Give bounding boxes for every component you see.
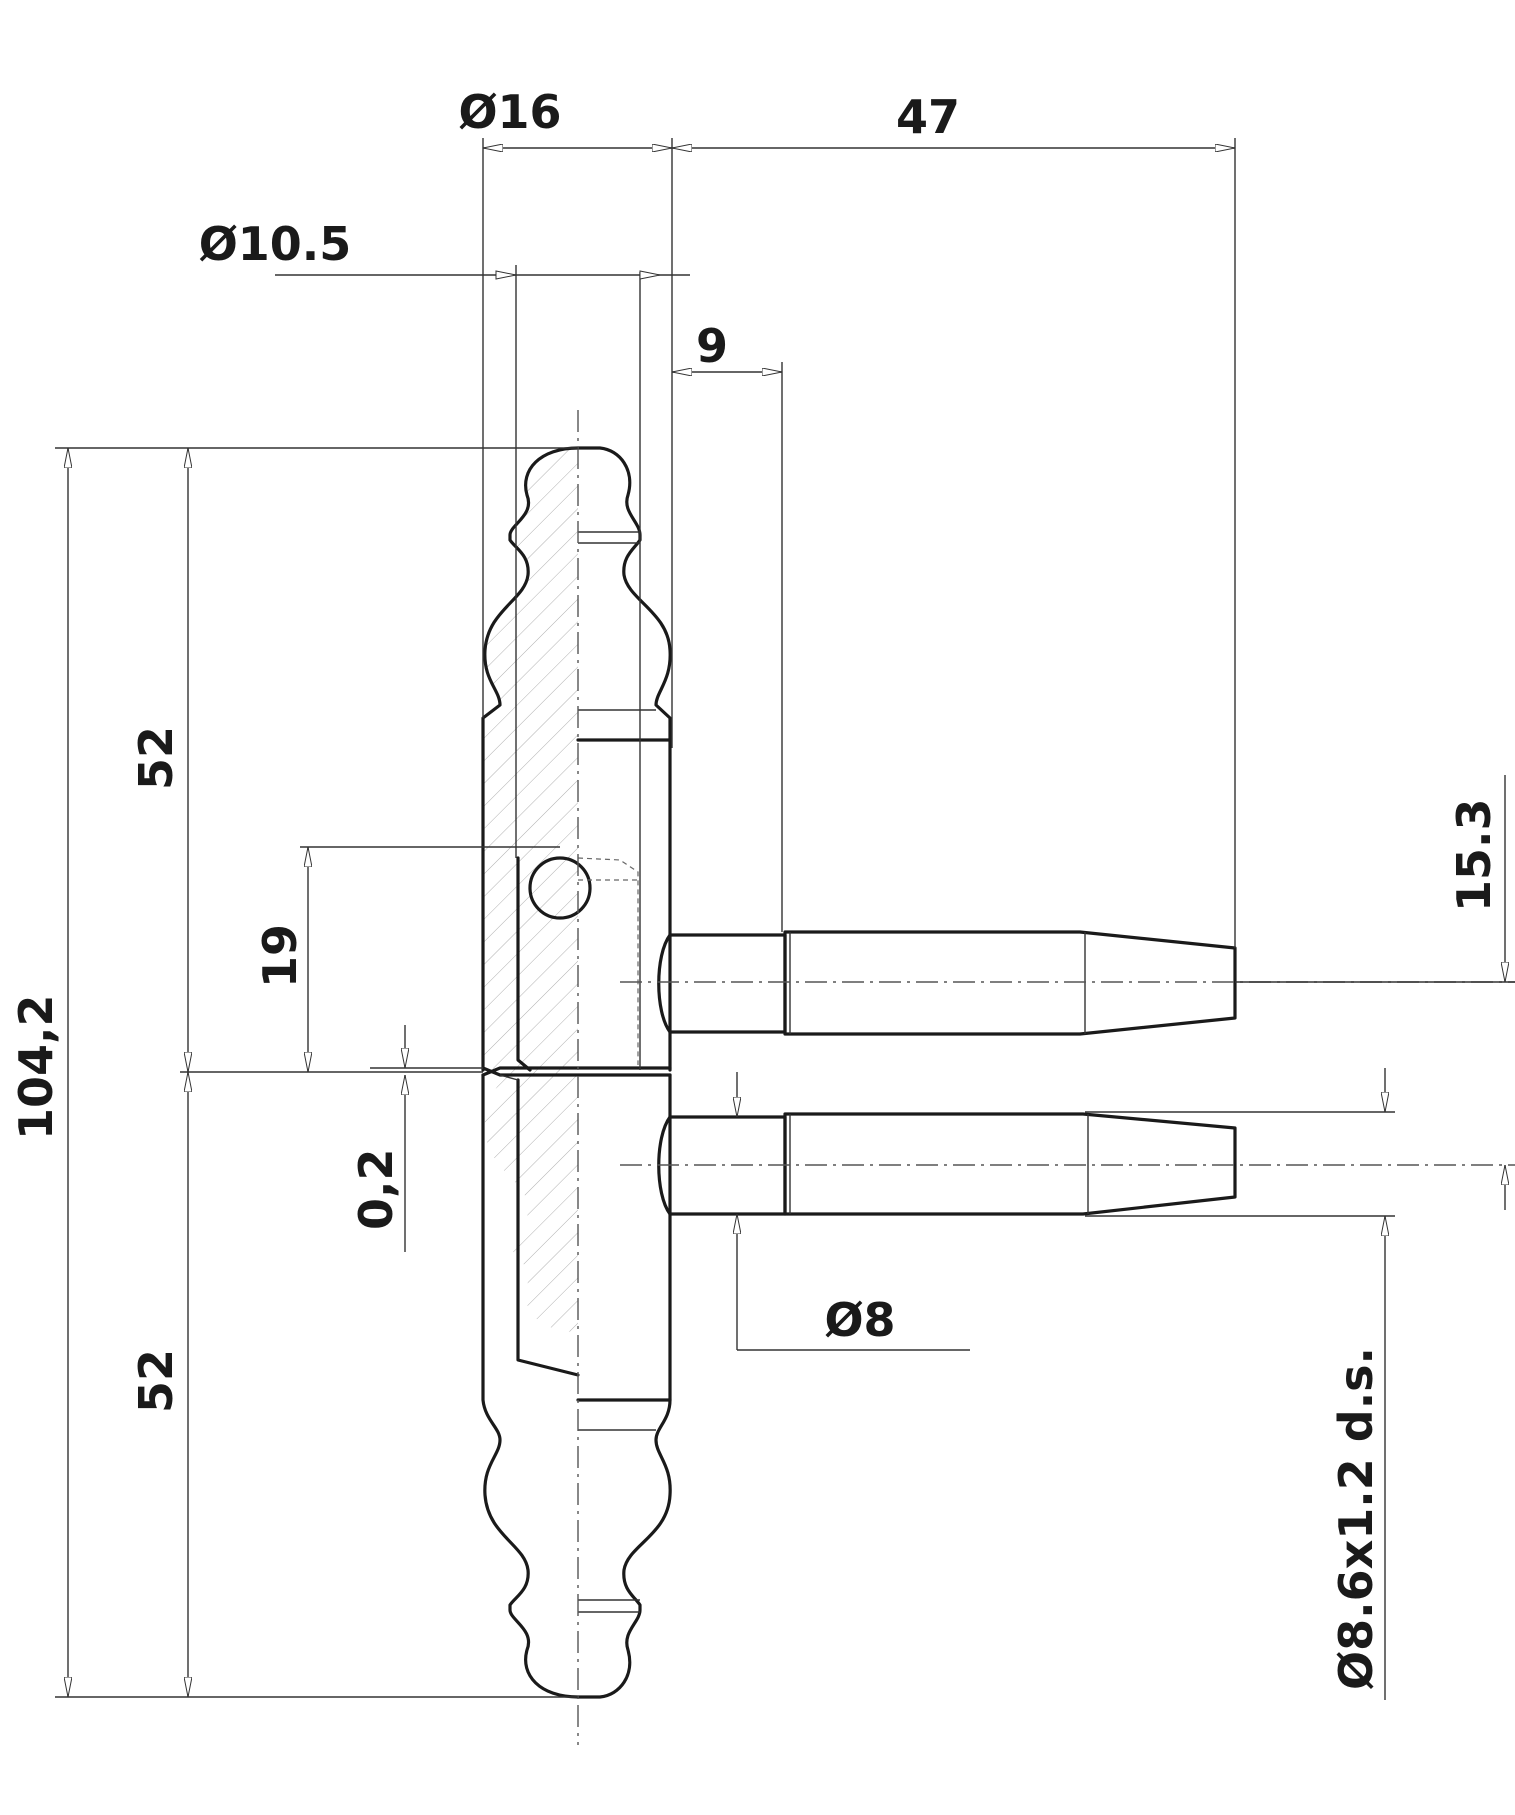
dim-thread-diameter: Ø8.6x1.2 d.s. — [1329, 1347, 1383, 1690]
dim-diameter-8: Ø8 — [824, 1293, 895, 1347]
dim-lower-52: 52 — [129, 1349, 183, 1413]
upper-pin — [657, 930, 1237, 1036]
dim-gap-0-2: 0,2 — [349, 1149, 403, 1231]
dimension-lines — [55, 138, 1515, 1700]
pin-ball — [528, 856, 592, 920]
dimension-labels: Ø16 47 Ø10.5 9 104,2 52 52 19 0,2 15.3 Ø… — [9, 85, 1501, 1690]
lower-pin — [657, 1112, 1237, 1216]
dim-total-104-2: 104,2 — [9, 994, 63, 1140]
hinge-body — [481, 272, 672, 1699]
dim-length-19: 19 — [253, 924, 307, 988]
dim-diameter-16: Ø16 — [458, 85, 561, 139]
dim-spacing-15-3: 15.3 — [1447, 799, 1501, 913]
dim-upper-52: 52 — [129, 726, 183, 790]
dim-diameter-10-5: Ø10.5 — [199, 217, 352, 271]
dim-length-9: 9 — [696, 319, 728, 373]
dim-length-47: 47 — [896, 90, 960, 144]
upper-knuckle-outline — [481, 446, 672, 1072]
